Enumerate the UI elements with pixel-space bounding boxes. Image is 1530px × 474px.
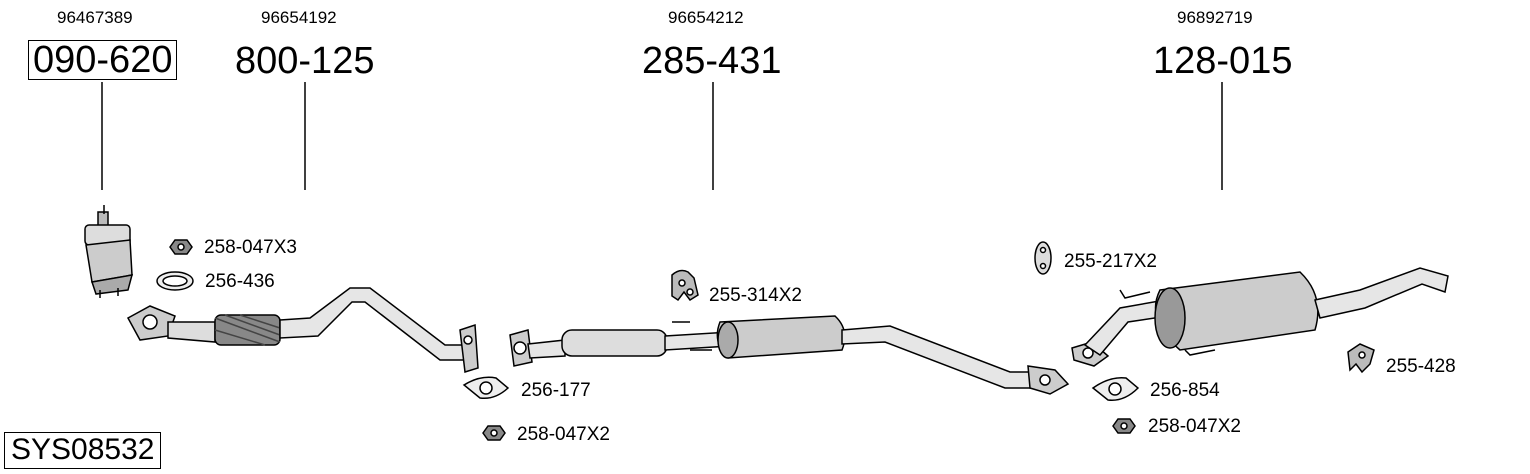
part-number-rear-silencer: 128-015 (1153, 40, 1293, 82)
oem-number-front-pipe: 96654192 (261, 8, 337, 27)
accessory-label: 258-047X2 (517, 424, 610, 445)
oem-number-rear-silencer: 96892719 (1177, 8, 1253, 27)
accessory-label: 258-047X3 (204, 237, 297, 258)
rubber-ring-icon (1034, 241, 1052, 275)
oem-number-middle-silencer: 96654212 (668, 8, 744, 27)
accessory-label: 258-047X2 (1148, 416, 1241, 437)
catalytic-converter (84, 205, 134, 298)
accessory-label: 255-217X2 (1064, 251, 1157, 272)
nut-icon (169, 239, 193, 255)
flange-gasket-icon (462, 376, 510, 400)
rubber-hanger-icon (671, 269, 699, 302)
part-number-middle-silencer: 285-431 (642, 40, 782, 82)
accessory-label: 255-314X2 (709, 285, 802, 306)
nut-icon (482, 425, 506, 441)
system-code-label: SYS08532 (4, 432, 162, 469)
part-number-front-pipe: 800-125 (235, 40, 375, 82)
flange-gasket-icon (1091, 376, 1140, 401)
rear-silencer (1071, 267, 1449, 367)
accessory-label: 255-428 (1386, 356, 1456, 377)
oem-number-catalyst: 96467389 (57, 8, 133, 27)
middle-silencer (509, 315, 1070, 395)
accessory-label: 256-177 (521, 380, 591, 401)
nut-icon (1112, 418, 1136, 434)
accessory-label: 256-854 (1150, 380, 1220, 401)
front-pipe (126, 287, 479, 373)
accessory-label: 256-436 (205, 271, 275, 292)
ring-gasket-icon (156, 271, 194, 291)
bracket-icon (1347, 343, 1375, 374)
part-number-catalyst: 090-620 (28, 40, 178, 80)
